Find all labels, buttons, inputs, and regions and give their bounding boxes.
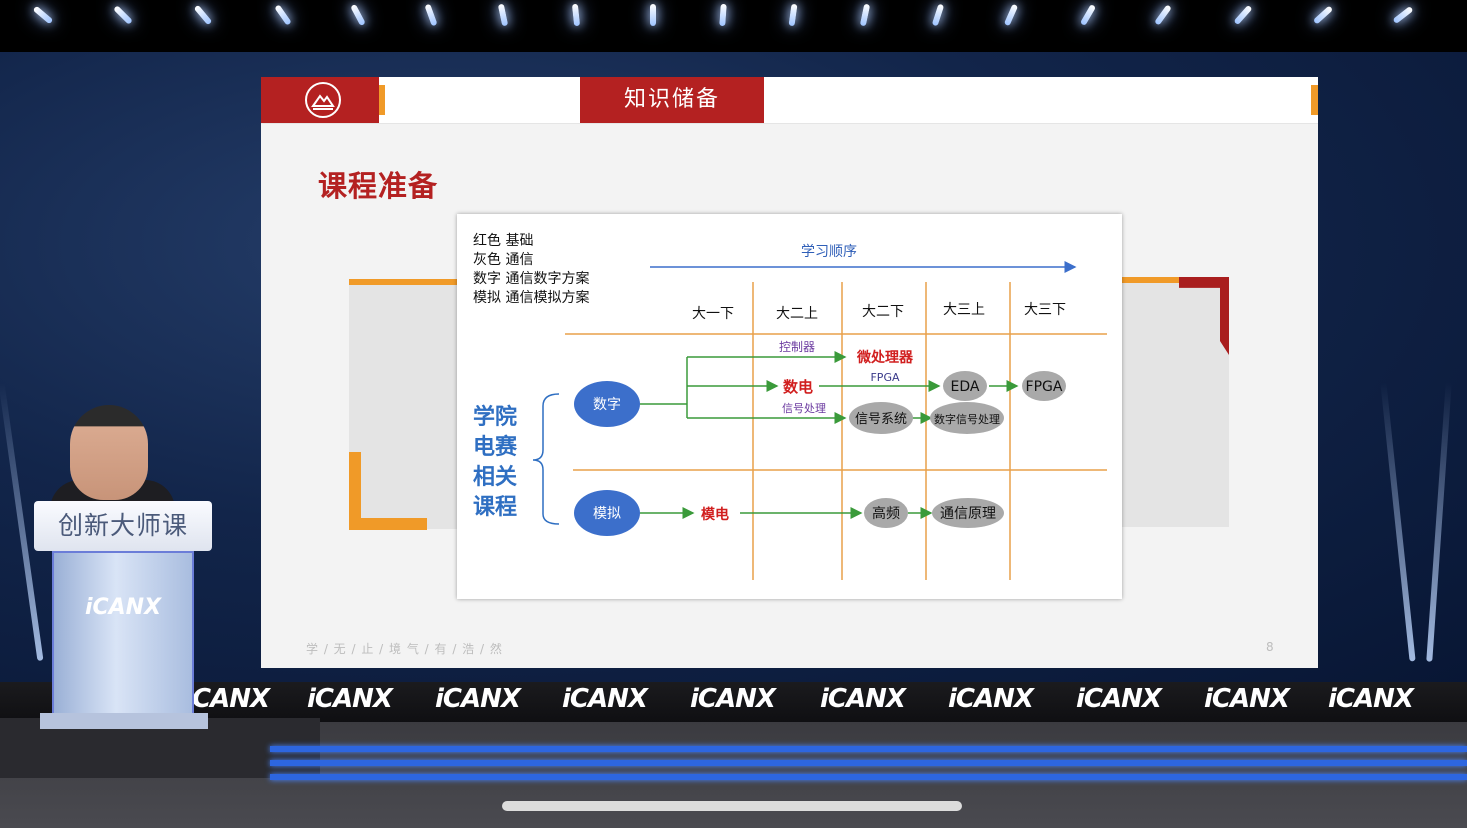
- spotlight: [859, 3, 871, 27]
- side-title-line: 相关: [473, 465, 517, 490]
- node-eda: [943, 371, 987, 401]
- floor-light-stripe: [270, 774, 1467, 780]
- brace: [532, 393, 560, 525]
- slide-header: [261, 77, 1318, 124]
- decor-corner: [349, 518, 427, 530]
- ticker-brand: iCANX: [1328, 684, 1414, 714]
- speaker-head: [70, 405, 148, 500]
- side-title-line: 课程: [473, 495, 517, 520]
- podium: iCANX: [52, 551, 194, 719]
- spotlight: [424, 3, 438, 27]
- semester-label: 大二下: [862, 304, 904, 320]
- spotlight: [719, 3, 727, 27]
- side-title-line: 学院: [473, 404, 517, 430]
- semester-label: 大二上: [776, 306, 818, 322]
- node-digital-label: 数字: [593, 397, 621, 413]
- node-fpga-label: FPGA: [1026, 379, 1063, 395]
- slide-page-number: 8: [1266, 640, 1274, 654]
- legend-item: 模拟 通信模拟方案: [473, 290, 590, 306]
- ticker-brand: iCANX: [948, 684, 1034, 714]
- light-beam: [1426, 382, 1452, 662]
- spotlight: [32, 5, 54, 25]
- spotlight: [1154, 4, 1172, 26]
- floor-light-stripe: [270, 746, 1467, 752]
- ticker-brand: iCANX: [1076, 684, 1162, 714]
- node-high-frequency-label: 高频: [872, 505, 900, 522]
- spotlight: [788, 3, 798, 27]
- stage-top-lights: [0, 0, 1467, 52]
- node-eda-label: EDA: [951, 379, 980, 395]
- header-accent-bar: [379, 85, 385, 115]
- spotlight: [1079, 3, 1097, 27]
- semester-label: 大一下: [692, 306, 734, 322]
- node-analog: [574, 490, 640, 536]
- semester-label: 大三上: [943, 302, 985, 318]
- light-beam: [1380, 382, 1416, 662]
- course-digital-electronics: 数电: [783, 378, 813, 396]
- node-signals-systems: [849, 402, 913, 434]
- spotlight: [1003, 3, 1019, 27]
- presentation-slide: 知识储备 课程准备 红色 基础 灰色 通信 数字 通信数字方案 模拟 通信模拟方…: [261, 77, 1318, 668]
- legend-item: 数字 通信数字方案: [473, 271, 590, 287]
- ticker-brand: iCANX: [820, 684, 906, 714]
- podium-base: [40, 713, 208, 729]
- decor-corner: [349, 452, 361, 530]
- legend-item: 灰色 通信: [473, 252, 534, 268]
- node-digital: [574, 381, 640, 427]
- course-microprocessor: 微处理器: [856, 349, 914, 366]
- decor-panel-right: [1121, 277, 1229, 527]
- label-fpga-small: FPGA: [870, 371, 899, 384]
- course-roadmap-diagram: 红色 基础 灰色 通信 数字 通信数字方案 模拟 通信模拟方案 学习顺序 大一下…: [457, 214, 1122, 599]
- ticker-brand: iCANX: [690, 684, 776, 714]
- decor-line: [349, 279, 469, 285]
- spotlight: [1392, 5, 1414, 25]
- decor-line: [1121, 277, 1181, 283]
- spotlight: [931, 3, 945, 27]
- course-analog-electronics: 模电: [701, 506, 729, 523]
- brand-ticker-band: CANX iCANX iCANX iCANX iCANX iCANX iCANX…: [0, 682, 1467, 722]
- ticker-brand: iCANX: [435, 684, 521, 714]
- podium-brand: iCANX: [84, 595, 162, 620]
- header-section-tab: 知识储备: [580, 77, 764, 123]
- spotlight: [1233, 4, 1253, 26]
- university-emblem-icon: [305, 82, 341, 118]
- spotlight: [571, 3, 581, 27]
- node-fpga: [1022, 371, 1066, 401]
- label-controller: 控制器: [779, 340, 815, 354]
- home-indicator-bar[interactable]: [502, 801, 962, 811]
- node-high-frequency: [864, 498, 908, 528]
- header-accent-bar-right: [1311, 85, 1318, 115]
- ticker-brand: iCANX: [307, 684, 393, 714]
- podium-sign: 创新大师课: [34, 501, 212, 551]
- floor-light-stripe: [270, 760, 1467, 766]
- spotlight: [113, 5, 133, 25]
- ticker-brand-partial: CANX: [192, 684, 270, 714]
- label-signal-processing: 信号处理: [782, 402, 826, 415]
- side-title-line: 电赛: [473, 434, 518, 460]
- node-signals-systems-label: 信号系统: [855, 412, 907, 427]
- node-dsp: [930, 402, 1004, 434]
- node-dsp-label: 数字信号处理: [934, 412, 1000, 426]
- slide-footer-motto: 学 / 无 / 止 / 境 气 / 有 / 浩 / 然: [306, 642, 503, 656]
- spotlight: [193, 4, 213, 26]
- university-logo-block: [261, 77, 379, 123]
- spotlight: [274, 4, 292, 26]
- order-label: 学习顺序: [801, 244, 857, 260]
- ticker-brand: iCANX: [562, 684, 648, 714]
- spotlight: [650, 4, 656, 26]
- legend-item: 红色 基础: [473, 233, 534, 249]
- spotlight: [350, 3, 366, 27]
- slide-title: 课程准备: [318, 169, 439, 203]
- spotlight: [497, 3, 509, 27]
- roadmap-graphics: 学习顺序 大一下 大二上 大二下 大三上 大三下 学院 电赛 相关 课程 数字: [473, 244, 1107, 580]
- semester-label: 大三下: [1024, 302, 1066, 318]
- decor-panel-left: [349, 279, 469, 529]
- node-analog-label: 模拟: [593, 506, 621, 522]
- spotlight: [1312, 5, 1334, 25]
- ticker-brand: iCANX: [1204, 684, 1290, 714]
- node-comm-principles: [932, 498, 1004, 528]
- node-comm-principles-label: 通信原理: [940, 506, 996, 522]
